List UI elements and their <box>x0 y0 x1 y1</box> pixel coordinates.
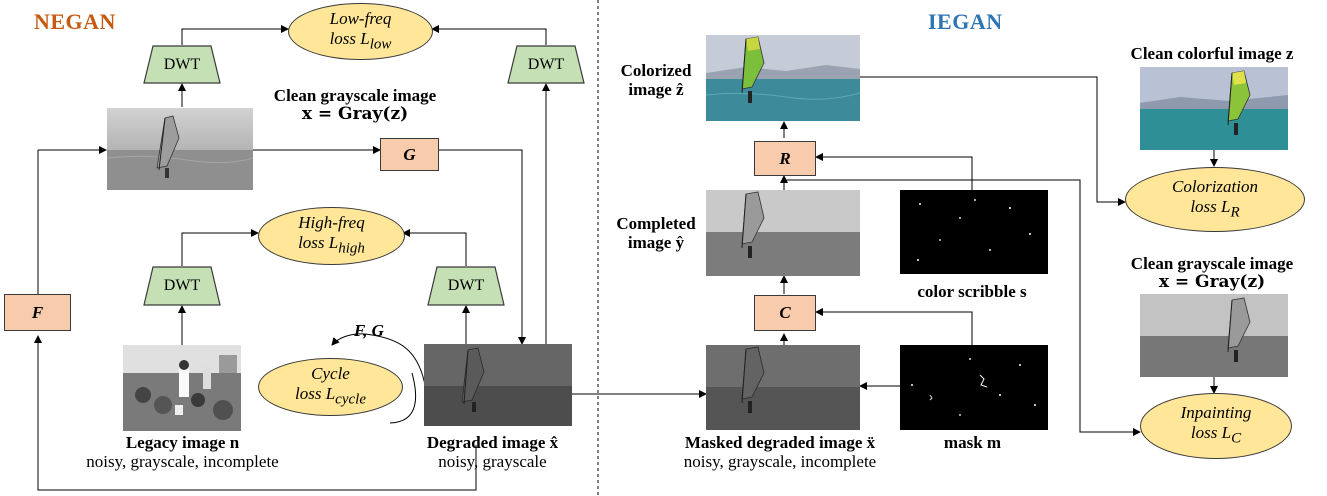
scribble-label: color scribble s <box>917 282 1027 301</box>
low-loss-line2: loss L <box>329 28 370 48</box>
clean-colorful-line1: Clean colorful image z <box>1130 44 1294 63</box>
cycle-loss-oval: Cycle loss Lcycle <box>258 358 403 416</box>
degraded-line2: noisy, grayscale <box>438 452 547 471</box>
completed-line1: Completed <box>616 214 696 233</box>
mask-label: mask m <box>943 433 1002 452</box>
dwt-label: DWT <box>163 277 201 294</box>
dwt-label: DWT <box>527 55 565 73</box>
completed-label: Completed image ŷ <box>604 214 708 252</box>
legacy-image <box>123 345 241 431</box>
clean-grayscale-image <box>107 108 253 190</box>
clean-grayscale-image-2 <box>1140 294 1288 377</box>
high-freq-loss-oval: High-freq loss Lhigh <box>258 207 405 265</box>
clean-gray-line2: x = Gray(z) <box>301 104 409 124</box>
colorization-loss-line2: loss L <box>1190 196 1231 216</box>
low-loss-sub: low <box>369 36 392 53</box>
colorized-image <box>706 35 860 121</box>
iegan-title: IEGAN <box>928 9 1003 34</box>
network-r-box: R <box>754 141 816 176</box>
generator-g-box: G <box>380 138 439 171</box>
generator-f-box: F <box>4 294 71 331</box>
cycle-loss-line1: Cycle <box>311 364 350 384</box>
dwt-block-high-left: DWT <box>143 266 221 306</box>
clean-colorful-label: Clean colorful image z <box>1098 44 1326 63</box>
colorized-label: Colorized image ẑ <box>606 61 706 99</box>
color-scribble-image <box>900 190 1048 274</box>
clean-gray2-line2: x = Gray(z) <box>1158 272 1266 292</box>
degraded-image-label: Degraded image x̂ noisy, grayscale <box>405 433 580 471</box>
negan-title: NEGAN <box>34 9 116 34</box>
cycle-loss-line2: loss L <box>295 384 336 404</box>
cycle-arrow-label: F, G <box>354 321 384 340</box>
completed-image <box>706 190 860 276</box>
masked-line1: Masked degraded image ẍ <box>684 433 876 452</box>
legacy-image-label: Legacy image n noisy, grayscale, incompl… <box>65 433 300 471</box>
clean-gray-label: Clean grayscale image x = Gray(z) <box>236 86 474 124</box>
colorization-loss-sub: R <box>1230 204 1240 221</box>
legacy-line1: Legacy image n <box>125 433 240 452</box>
high-loss-line2: loss L <box>298 233 339 253</box>
masked-line2: noisy, grayscale, incomplete <box>683 452 877 471</box>
low-loss-line1: Low-freq <box>329 8 392 28</box>
colorization-loss-oval: Colorization loss LR <box>1125 167 1305 232</box>
dwt-label: DWT <box>447 277 485 294</box>
completed-line2: image ŷ <box>627 233 685 252</box>
dwt-block-low-left: DWT <box>143 45 221 84</box>
clean-gray2-line1: Clean grayscale image <box>1130 254 1294 273</box>
degraded-image <box>424 344 572 426</box>
inpainting-loss-oval: Inpainting loss LC <box>1140 393 1292 459</box>
dwt-block-high-right: DWT <box>427 266 505 306</box>
degraded-line1: Degraded image x̂ <box>426 433 559 452</box>
mask-image <box>900 345 1048 430</box>
inpainting-loss-sub: C <box>1231 430 1242 447</box>
clean-gray-line1: Clean grayscale image <box>273 86 437 105</box>
high-loss-sub: high <box>338 240 365 257</box>
inpainting-loss-line2: loss L <box>1190 423 1232 443</box>
masked-degraded-label: Masked degraded image ẍ noisy, grayscale… <box>650 433 910 471</box>
high-loss-line1: High-freq <box>298 213 365 233</box>
cycle-loss-sub: cycle <box>335 391 366 408</box>
masked-degraded-image <box>706 345 860 430</box>
colorization-loss-line1: Colorization <box>1172 176 1258 196</box>
inpainting-loss-line1: Inpainting <box>1180 403 1252 423</box>
low-freq-loss-oval: Low-freq loss Llow <box>288 3 433 60</box>
network-c-box: C <box>754 295 816 331</box>
dwt-block-low-right: DWT <box>507 45 585 84</box>
clean-gray-label-2: Clean grayscale image x = Gray(z) <box>1098 254 1326 292</box>
legacy-line2: noisy, grayscale, incomplete <box>86 452 279 471</box>
clean-colorful-image <box>1140 67 1288 150</box>
colorized-line1: Colorized <box>620 61 692 80</box>
dwt-label: DWT <box>163 55 201 73</box>
colorized-line2: image ẑ <box>628 80 684 99</box>
